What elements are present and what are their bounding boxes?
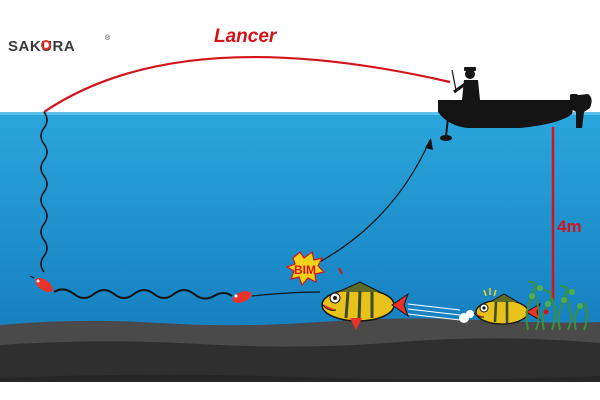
perch-fish-icon-2 <box>473 288 541 325</box>
sakura-logo: SAKURA ® <box>8 34 111 55</box>
sky <box>0 0 600 112</box>
depth-label: 4m <box>557 217 582 236</box>
impact-label: BIM <box>294 263 316 277</box>
lure-line <box>251 291 321 297</box>
aquatic-weed-leaves <box>529 285 583 315</box>
cast-label: Lancer <box>214 26 278 47</box>
lure-icon <box>29 275 53 293</box>
water <box>0 112 600 332</box>
motion-trail <box>407 303 474 323</box>
registered-mark: ® <box>105 34 111 42</box>
angler-icon <box>453 67 480 100</box>
logo-flower-icon <box>41 40 51 50</box>
perch-fish-icon <box>321 281 410 330</box>
impact-burst-icon: BIM <box>285 250 326 287</box>
lure-icon-2 <box>232 291 252 303</box>
water-surface <box>0 112 600 115</box>
cast-arc <box>43 56 451 113</box>
lake-bottom <box>0 318 600 400</box>
sinking-line <box>40 111 48 273</box>
hookset-arrow-icon <box>425 138 433 150</box>
alert-mark <box>338 267 343 275</box>
trolling-motor-icon <box>440 99 452 141</box>
outboard-motor-icon <box>570 94 592 128</box>
retrieve-line <box>53 288 233 300</box>
fishing-rod <box>451 69 457 91</box>
